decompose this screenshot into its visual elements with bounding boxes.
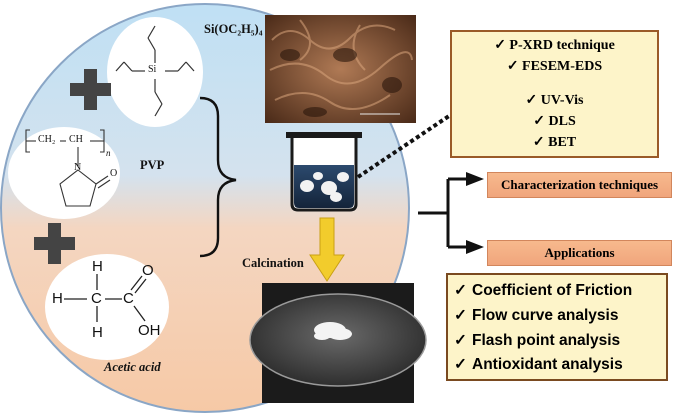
arrow-to-applications bbox=[466, 240, 484, 254]
pvp-o-atom: O bbox=[110, 168, 118, 179]
beaker-lid bbox=[286, 132, 362, 138]
pvp-molecule-oval bbox=[8, 127, 120, 219]
teos-molecule-oval bbox=[107, 17, 203, 127]
acetic-h-left: H bbox=[52, 290, 63, 307]
pvp-ch2: CH₂ bbox=[38, 134, 56, 145]
applications-box: ✓Coefficient of Friction ✓Flow curve ana… bbox=[446, 273, 668, 381]
pvp-n-subscript: n bbox=[106, 148, 111, 158]
pvp-label: PVP bbox=[140, 158, 165, 172]
pvp-n-atom: N bbox=[74, 162, 82, 173]
tech-item-uvvis: ✓ UV-Vis bbox=[525, 93, 584, 108]
teos-formula-label: Si(OC₂H₅)₄ bbox=[204, 22, 263, 36]
acetic-acid-label: Acetic acid bbox=[104, 360, 161, 374]
acetic-h-bottom: H bbox=[92, 324, 103, 341]
app-item-flash-point: ✓Flash point analysis bbox=[454, 332, 621, 349]
teos-si-atom: Si bbox=[148, 64, 157, 75]
tech-item-fesem: ✓ FESEM-EDS bbox=[506, 59, 603, 74]
acetic-structure bbox=[64, 274, 147, 322]
sem-image bbox=[265, 15, 416, 123]
app-item-friction: ✓Coefficient of Friction bbox=[454, 282, 633, 299]
app-item-antioxidant: ✓Antioxidant analysis bbox=[454, 356, 623, 373]
acetic-o-top: O bbox=[142, 262, 154, 279]
applications-pill: Applications bbox=[487, 240, 672, 266]
plus-icon-bottom bbox=[34, 223, 75, 264]
petri-dish bbox=[249, 293, 427, 387]
acetic-c-1: C bbox=[91, 290, 102, 307]
pvp-ch: CH bbox=[69, 134, 83, 145]
calcination-label: Calcination bbox=[242, 256, 304, 270]
plus-icon-top bbox=[70, 69, 111, 110]
beaker-particles bbox=[300, 172, 349, 202]
sem-texture bbox=[269, 19, 413, 111]
output-connector bbox=[418, 177, 466, 249]
characterization-pill: Characterization techniques bbox=[487, 172, 672, 198]
tech-item-pxrd: ✓ P-XRD technique bbox=[494, 38, 615, 53]
silica-powder bbox=[314, 322, 352, 340]
tech-item-bet: ✓ BET bbox=[532, 135, 577, 150]
grouping-brace bbox=[199, 96, 237, 258]
acetic-oh: OH bbox=[138, 322, 161, 339]
calcination-arrow bbox=[309, 217, 345, 282]
dotted-connector bbox=[356, 112, 454, 179]
acetic-c-2: C bbox=[123, 290, 134, 307]
sem-dark-spots bbox=[280, 48, 402, 117]
app-item-flow-curve: ✓Flow curve analysis bbox=[454, 307, 619, 324]
acetic-h-top: H bbox=[92, 258, 103, 275]
teos-structure bbox=[115, 25, 195, 117]
techniques-box: ✓ P-XRD technique ✓ FESEM-EDS ✓ UV-Vis ✓… bbox=[450, 30, 659, 158]
arrow-to-characterization bbox=[466, 172, 484, 186]
tech-item-dls: ✓ DLS bbox=[533, 114, 576, 129]
pvp-structure bbox=[25, 129, 111, 207]
